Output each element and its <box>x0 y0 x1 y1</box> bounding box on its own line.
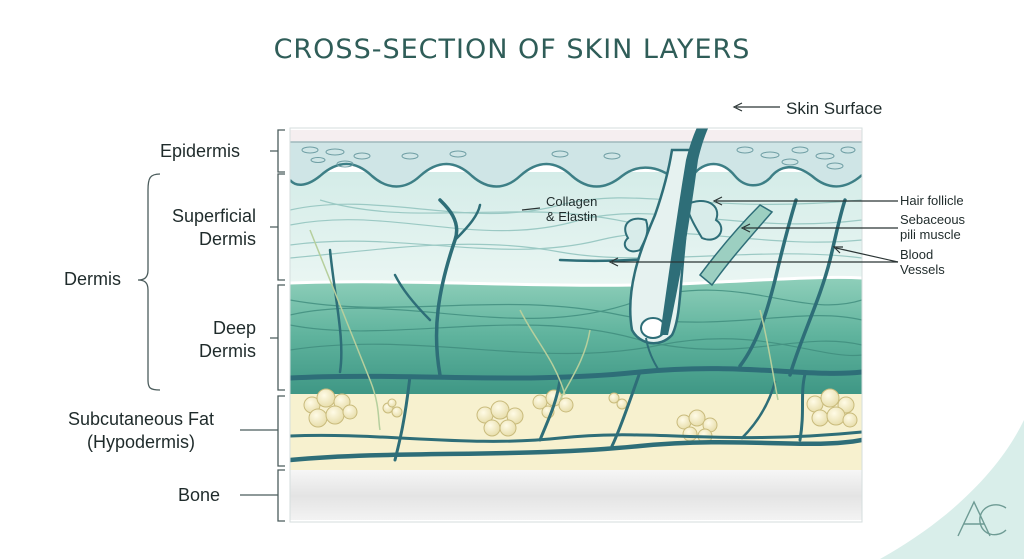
diagram-title: CROSS-SECTION OF SKIN LAYERS <box>273 34 751 65</box>
bone-bracket <box>240 469 285 522</box>
label-subcutaneous-line1: Subcutaneous Fat <box>67 409 215 429</box>
label-epidermis: Epidermis <box>160 141 241 161</box>
label-collagen: Collagen & Elastin <box>546 194 597 224</box>
deep-dermis-bracket <box>270 284 285 391</box>
hair-follicle <box>623 148 774 373</box>
label-collagen-line1: Collagen <box>546 194 598 209</box>
subcutaneous-bracket <box>240 395 285 467</box>
collagen-arrow <box>521 207 541 211</box>
label-superficial-line1: Superficial <box>171 206 256 226</box>
label-dermis: Dermis <box>64 269 121 289</box>
dermis-bracket <box>137 173 161 391</box>
bone-layer <box>290 470 862 520</box>
label-deep-dermis: Deep Dermis <box>180 317 256 363</box>
superficial-dermis-bracket <box>270 173 285 281</box>
label-skin-surface: Skin Surface <box>786 99 883 118</box>
label-sebaceous-line1: Sebaceous <box>900 212 966 227</box>
corner-swoosh <box>880 420 1024 559</box>
epidermis-layer <box>290 130 862 187</box>
label-subcutaneous: Subcutaneous Fat (Hypodermis) <box>50 408 232 454</box>
blood-vessels <box>290 198 862 463</box>
label-bone: Bone <box>178 485 221 505</box>
hair-shaft <box>660 128 709 335</box>
epidermis-bracket <box>270 129 285 173</box>
label-collagen-line2: & Elastin <box>546 209 598 224</box>
label-blood-vessels: Blood Vessels <box>900 247 945 277</box>
label-subcutaneous-line2: (Hypodermis) <box>86 432 196 452</box>
label-deep-line1: Deep <box>212 318 256 338</box>
label-superficial-line2: Dermis <box>199 229 256 249</box>
label-sebaceous: Sebaceous pili muscle <box>900 212 965 242</box>
label-superficial-dermis: Superficial Dermis <box>150 205 256 251</box>
fat-cells <box>303 388 858 444</box>
label-deep-line2: Dermis <box>199 341 256 361</box>
label-hair-follicle: Hair follicle <box>900 193 964 208</box>
label-sebaceous-line2: pili muscle <box>900 227 961 242</box>
label-blood-line1: Blood <box>900 247 934 262</box>
watermark-logo <box>957 500 1007 537</box>
blood-vessels-arrow-2 <box>835 247 899 263</box>
label-blood-line2: Vessels <box>900 262 945 277</box>
fat-layer <box>290 392 862 470</box>
